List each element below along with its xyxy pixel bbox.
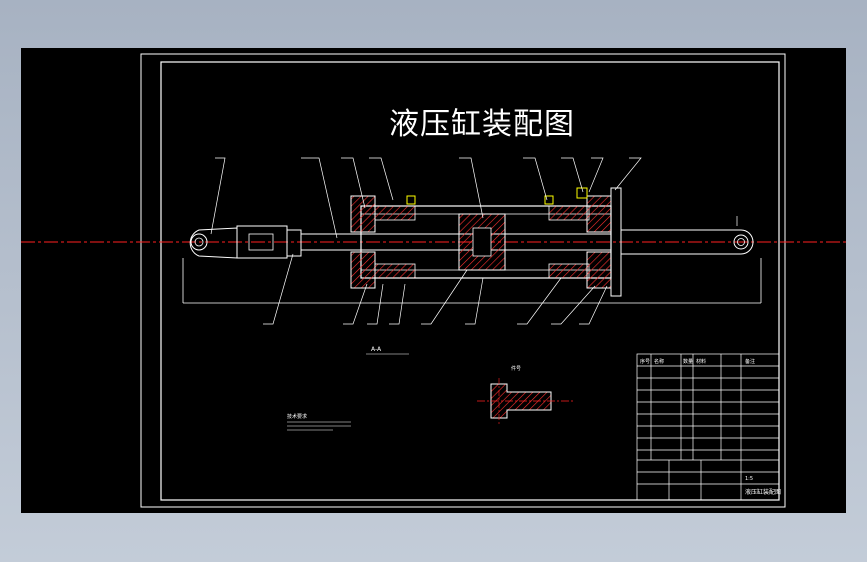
row-label-2: 名称 [654,358,664,365]
inner-frame [160,61,780,501]
parts-list-labels: 序号 名称 数量 材料 备注 液压缸装配图 1:5 [640,358,781,496]
parts-list [636,353,780,501]
right-rod-eye [620,229,754,255]
notes-title: 技术要求 [287,413,307,420]
detail-part: 件号 [477,365,573,424]
row-label-4: 材料 [696,358,706,365]
rear-end-cap [544,187,622,297]
title-block-name: 液压缸装配图 [745,488,781,496]
row-label-3: 数量 [683,358,693,365]
piston [458,213,506,271]
title-block-scale: 1:5 [745,476,753,482]
drawing-title: 液压缸装配图 [389,107,575,142]
outer-frame [140,53,786,508]
cad-drawing: 液压缸装配图 [21,53,846,508]
technical-notes: 技术要求 [287,413,351,431]
part-label: 件号 [511,365,521,372]
row-label-1: 序号 [640,358,650,365]
row-label-5: 备注 [745,358,755,365]
leaders-top [210,157,738,239]
leaders-bottom [263,253,608,325]
left-clevis [189,225,302,259]
piston-rod [301,233,611,251]
section-label: A-A [371,346,382,353]
front-end-cap [350,195,416,289]
cad-viewport[interactable]: 液压缸装配图 [21,48,846,513]
